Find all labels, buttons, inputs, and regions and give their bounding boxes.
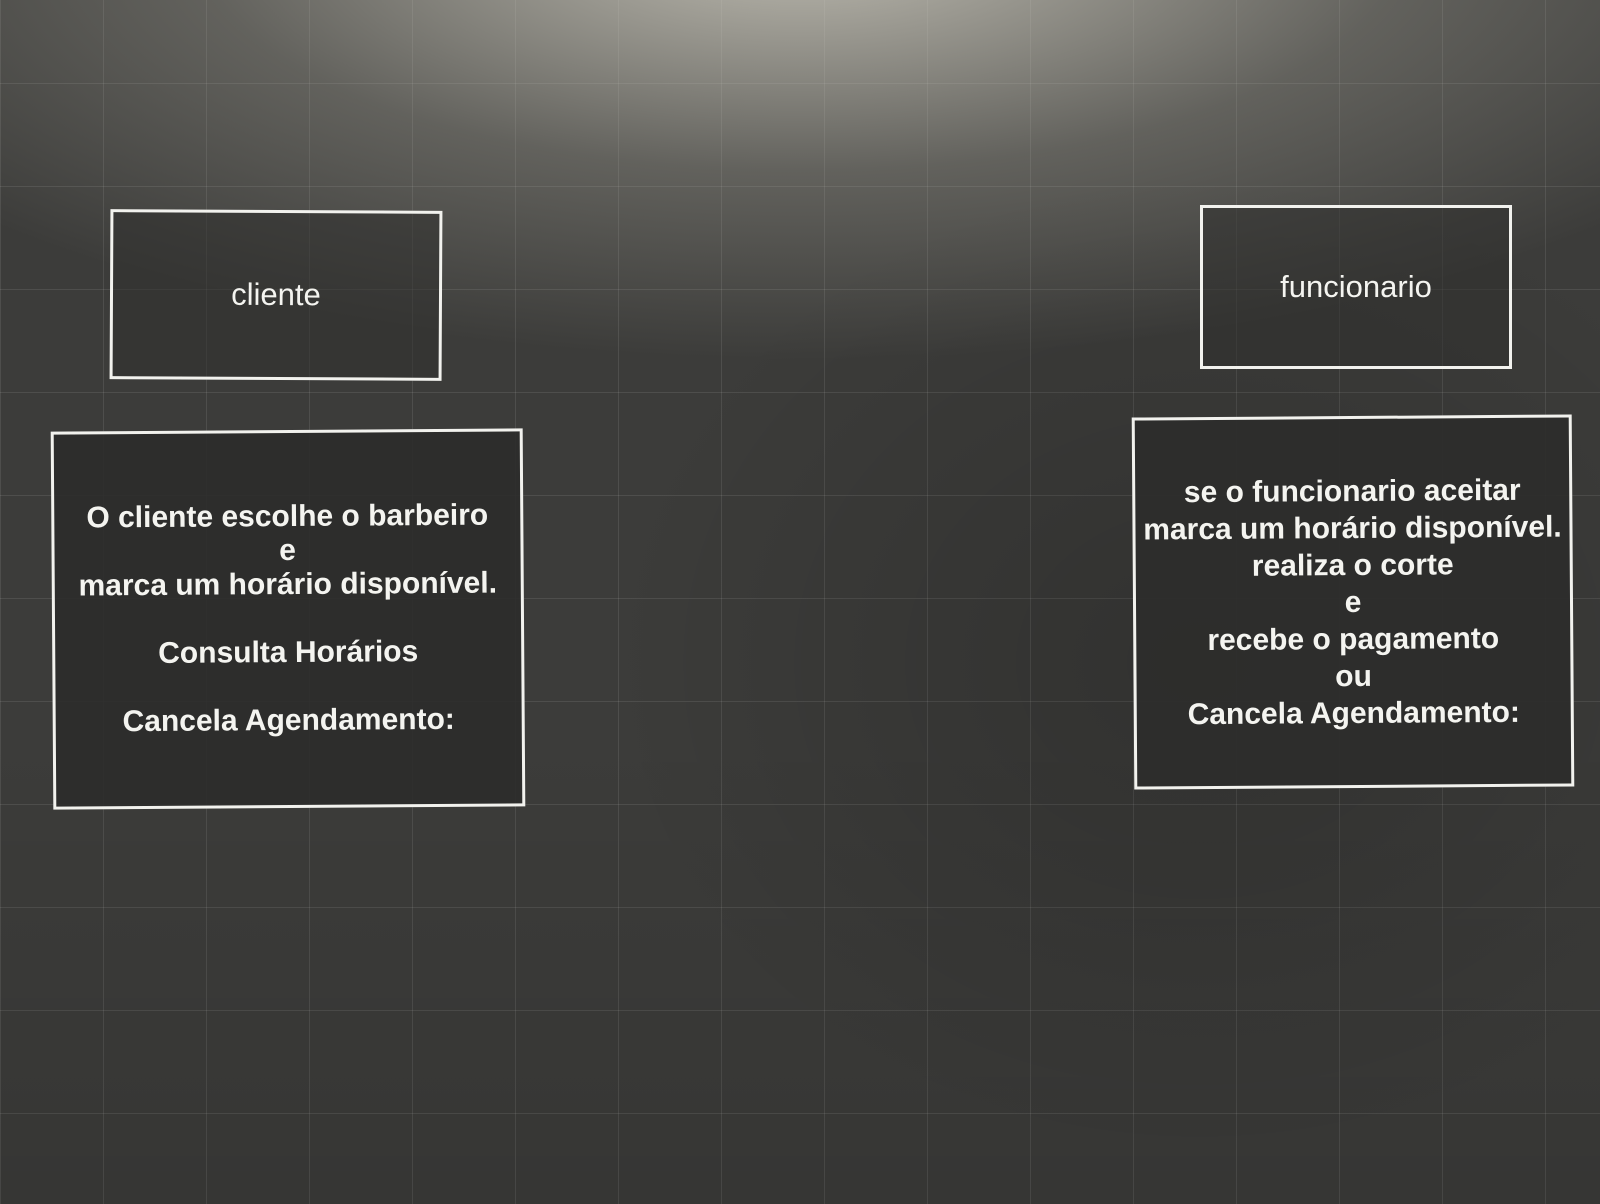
- funcionario-node-label: funcionario: [1280, 269, 1432, 304]
- funcionario-action-line: se o funcionario aceitar: [1183, 473, 1521, 509]
- funcionario-action-line: ou: [1335, 659, 1372, 693]
- funcionario-action-line: marca um horário disponível.: [1143, 510, 1562, 546]
- funcionario-actions-node[interactable]: se o funcionario aceitar marca um horári…: [1131, 414, 1575, 790]
- cliente-action-line: Cancela Agendamento:: [122, 702, 455, 739]
- funcionario-node[interactable]: funcionario: [1200, 205, 1512, 369]
- cliente-action-line: marca um horário disponível.: [78, 566, 498, 603]
- funcionario-action-line: realiza o corte: [1251, 547, 1454, 583]
- funcionario-action-line: e: [1344, 585, 1362, 619]
- funcionario-action-line: Cancela Agendamento:: [1187, 695, 1521, 731]
- cliente-action-line: Consulta Horários: [158, 635, 419, 670]
- cliente-actions-node[interactable]: O cliente escolhe o barbeiro e marca um …: [50, 428, 526, 810]
- cliente-node[interactable]: cliente: [109, 209, 443, 381]
- cliente-action-line: O cliente escolhe o barbeiro: [86, 498, 489, 535]
- cliente-node-label: cliente: [231, 276, 321, 313]
- cliente-action-line: e: [279, 533, 296, 568]
- funcionario-action-line: recebe o pagamento: [1207, 621, 1500, 657]
